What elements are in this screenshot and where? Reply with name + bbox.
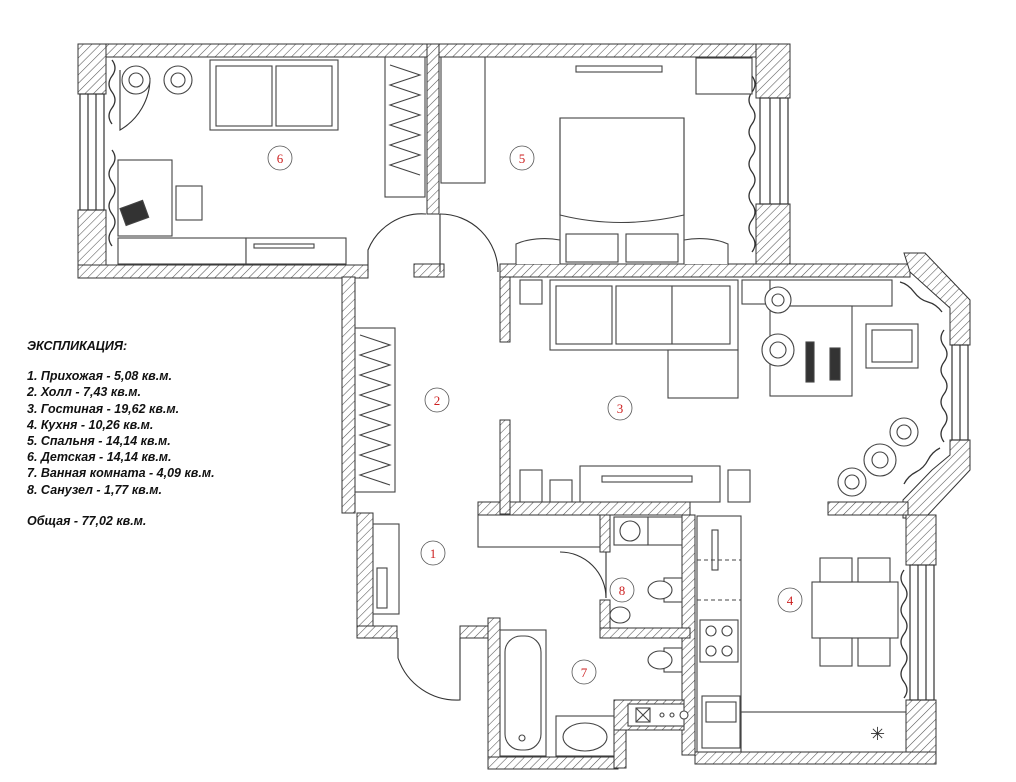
explication-row: 5. Спальня - 14,14 кв.м. [27,434,171,449]
explication-row: 6. Детская - 14,14 кв.м. [27,450,172,465]
room-marker-5: 5 [519,151,526,166]
explication-row: 7. Ванная комната - 4,09 кв.м. [27,466,215,481]
room-markers: 1 2 3 4 5 6 7 8 [267,145,803,685]
stove-icon [699,619,739,663]
laptop-icon [805,341,841,383]
room-5-furniture [440,56,753,265]
toilet-icon [647,647,683,673]
explication-row: 2. Холл - 7,43 кв.м. [27,385,141,400]
room-3-furniture [519,279,919,503]
explication-row: 1. Прихожая - 5,08 кв.м. [27,369,172,384]
room-marker-7: 7 [581,665,588,680]
svg-text:✳: ✳ [870,724,885,744]
room-marker-6: 6 [277,151,284,166]
curtains [108,59,948,699]
plant-icon [121,65,193,95]
room-marker-8: 8 [619,583,626,598]
room-2-furniture [354,327,396,493]
explication-row: 8. Санузел - 1,77 кв.м. [27,482,162,497]
wardrobe-icon [384,56,426,198]
window-icon [79,93,969,701]
room-7-fixtures [499,629,689,757]
room-marker-4: 4 [787,593,794,608]
explication-row: 4. Кухня - 10,26 кв.м. [27,417,154,432]
plant-icon [761,286,919,497]
room-marker-1: 1 [430,546,437,561]
explication-row: 3. Гостиная - 19,62 кв.м. [27,401,180,416]
explication-title: ЭКСПЛИКАЦИЯ: [27,339,128,353]
room-8-fixtures [609,516,683,624]
walls [77,43,971,770]
room-1-furniture [372,514,601,615]
room-6-furniture [117,56,426,265]
toilet-icon [647,577,683,603]
room-marker-3: 3 [617,401,624,416]
door-swing-icon [119,70,607,701]
laptop-icon [119,199,150,227]
explication-legend: ЭКСПЛИКАЦИЯ: 1. Прихожая - 5,08 кв.м. 2.… [27,338,287,529]
room-4-furniture: ✳ [696,515,907,753]
room-marker-2: 2 [434,393,441,408]
explication-total: Общая - 77,02 кв.м. [27,513,147,528]
